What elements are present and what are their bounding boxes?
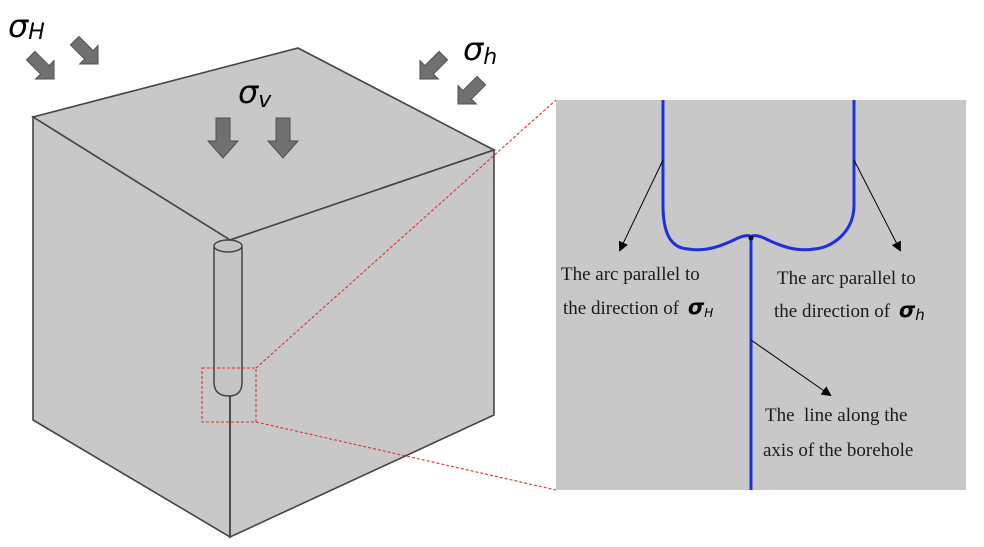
sigma-H-arrow-1 (25, 50, 55, 80)
pointer-arc-h (853, 159, 901, 252)
arc-H-note-line2: the direction of σH (563, 295, 713, 320)
axis-note-line2: axis of the borehole (763, 440, 913, 461)
pointer-arc-H (618, 159, 664, 252)
borehole (213, 239, 243, 537)
borehole-outline (213, 247, 243, 397)
sigma-v-label: σv (238, 73, 272, 113)
zoom-indicator (201, 99, 557, 491)
zoom-box (201, 367, 257, 423)
zoom-panel: The arc parallel to the direction of σH … (556, 100, 966, 490)
rock-block (30, 47, 497, 539)
arc-h-note-line2: the direction of σh (774, 298, 925, 324)
sigma-h-arrow-2 (457, 75, 487, 105)
sigma-h-arrow-1 (419, 50, 449, 80)
arc-h-note-line1: The arc parallel to (777, 268, 916, 289)
axis-note-line1: The line along the (765, 405, 907, 426)
zoom-connector-top (255, 99, 557, 369)
sigma-v-arrow-1 (206, 117, 240, 159)
sigma-H-label: σH (8, 7, 45, 45)
sigma-h-label: σh (463, 30, 497, 70)
pointer-axis-line (750, 339, 832, 397)
arc-H-note-line1: The arc parallel to (561, 264, 700, 285)
sigma-H-arrow-2 (69, 35, 99, 65)
borehole-mouth (213, 239, 243, 253)
sigma-v-arrow-2 (266, 117, 300, 159)
zoom-connector-bottom (255, 421, 557, 491)
zoom-panel-background (556, 100, 966, 490)
profile-junction-point (748, 235, 754, 241)
stress-arrows (25, 35, 487, 159)
